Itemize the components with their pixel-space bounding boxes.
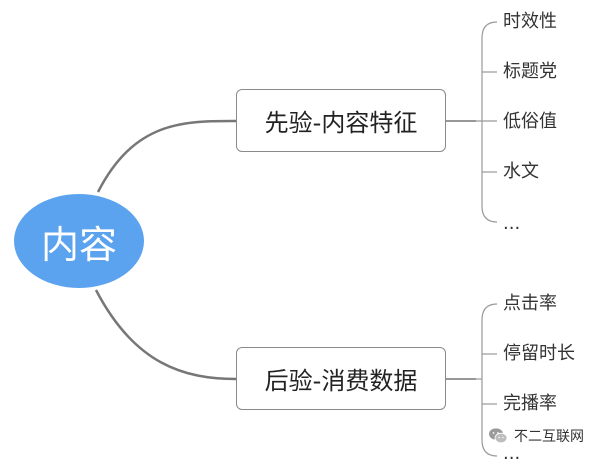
connector-root-bottom xyxy=(94,289,237,381)
branch-node-posterior-consumption-data[interactable]: 后验-消费数据 xyxy=(236,347,446,410)
leaf-click-rate[interactable]: 点击率 xyxy=(503,293,557,314)
leaf-clickbait[interactable]: 标题党 xyxy=(503,61,557,82)
bracket-top xyxy=(481,21,498,223)
leaf-completion-rate[interactable]: 完播率 xyxy=(503,393,557,414)
wechat-icon xyxy=(489,428,508,444)
branch-label: 后验-消费数据 xyxy=(264,367,418,395)
branch-label: 先验-内容特征 xyxy=(264,109,418,137)
leaf-more-top[interactable]: ... xyxy=(503,213,521,234)
leaf-filler-content[interactable]: 水文 xyxy=(503,161,539,182)
root-label: 内容 xyxy=(40,222,117,267)
bracket-bottom xyxy=(481,303,498,457)
leaf-vulgarity[interactable]: 低俗值 xyxy=(503,111,557,132)
watermark-label: 不二互联网 xyxy=(514,429,584,445)
leaf-more-bottom[interactable]: ... xyxy=(503,443,521,464)
watermark: 不二互联网 xyxy=(488,426,584,446)
leaf-dwell-time[interactable]: 停留时长 xyxy=(503,343,575,364)
leaf-timeliness[interactable]: 时效性 xyxy=(503,11,557,32)
root-node[interactable]: 内容 xyxy=(14,194,144,288)
branch-node-prior-content-features[interactable]: 先验-内容特征 xyxy=(236,89,446,152)
connector-root-top xyxy=(96,119,237,193)
